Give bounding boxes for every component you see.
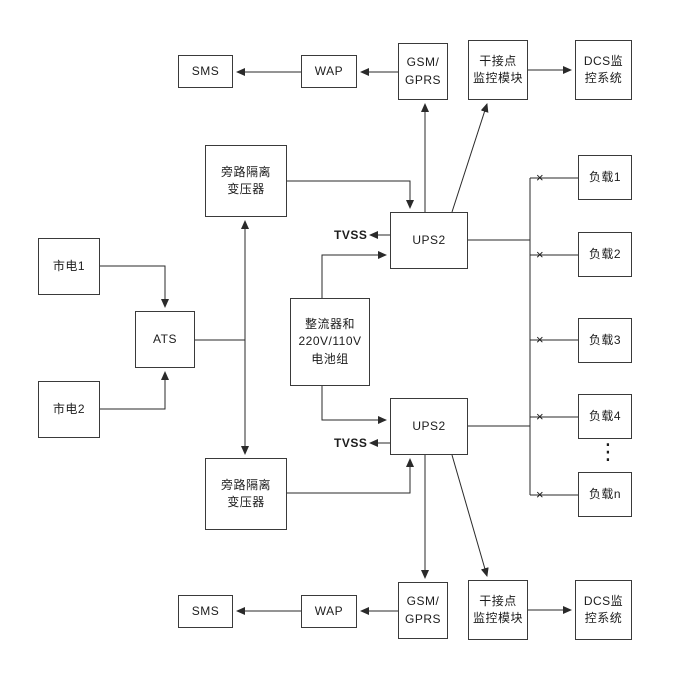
ups2-to-drycontact-arrow — [451, 454, 489, 577]
gsm-gprs-bottom-node: GSM/ GPRS — [398, 582, 448, 639]
mains1-to-ats — [100, 265, 169, 308]
gsm-gprs-top-node: GSM/ GPRS — [398, 43, 448, 100]
ups1-to-drycontact-arrow — [451, 103, 489, 213]
ups-top-node: UPS2 — [390, 212, 468, 269]
breaker-symbol-loadn: × — [536, 487, 544, 502]
load1-node: 负载1 — [578, 155, 632, 200]
sms-top-node: SMS — [178, 55, 233, 88]
mains1-node: 市电1 — [38, 238, 100, 295]
breaker-symbol-load3: × — [536, 332, 544, 347]
dcs-system-bottom-node: DCS监 控系统 — [575, 580, 632, 640]
breaker-symbol-load1: × — [536, 170, 544, 185]
breaker-symbol-load2: × — [536, 247, 544, 262]
bypass-transformer-bottom-node: 旁路隔离 变压器 — [205, 458, 287, 530]
rectifier-to-ups2 — [321, 386, 387, 424]
load4-node: 负载4 — [578, 394, 632, 439]
wap-top-node: WAP — [301, 55, 357, 88]
mains2-node: 市电2 — [38, 381, 100, 438]
tvss-bottom-label: TVSS — [334, 436, 368, 450]
dcs-system-top-node: DCS监 控系统 — [575, 40, 632, 100]
tvss-top-label: TVSS — [334, 228, 368, 242]
ups-bottom-node: UPS2 — [390, 398, 468, 455]
dry-contact-module-top-node: 干接点 监控模块 — [468, 40, 528, 100]
load3-node: 负载3 — [578, 318, 632, 363]
mains2-to-ats — [100, 371, 169, 410]
load2-node: 负载2 — [578, 232, 632, 277]
wap-bottom-node: WAP — [301, 595, 357, 628]
dry-contact-module-bottom-node: 干接点 监控模块 — [468, 580, 528, 640]
ats-node: ATS — [135, 311, 195, 368]
bypass-bottom-to-ups2 — [287, 458, 414, 494]
rectifier-battery-node: 整流器和 220V/110V 电池组 — [290, 298, 370, 386]
breaker-symbol-load4: × — [536, 409, 544, 424]
loads-ellipsis: ⋮ — [597, 439, 619, 464]
bypass-transformer-top-node: 旁路隔离 变压器 — [205, 145, 287, 217]
load-n-node: 负载n — [578, 472, 632, 517]
sms-bottom-node: SMS — [178, 595, 233, 628]
bypass-top-to-ups1 — [287, 180, 414, 209]
rectifier-to-ups1 — [321, 251, 387, 298]
